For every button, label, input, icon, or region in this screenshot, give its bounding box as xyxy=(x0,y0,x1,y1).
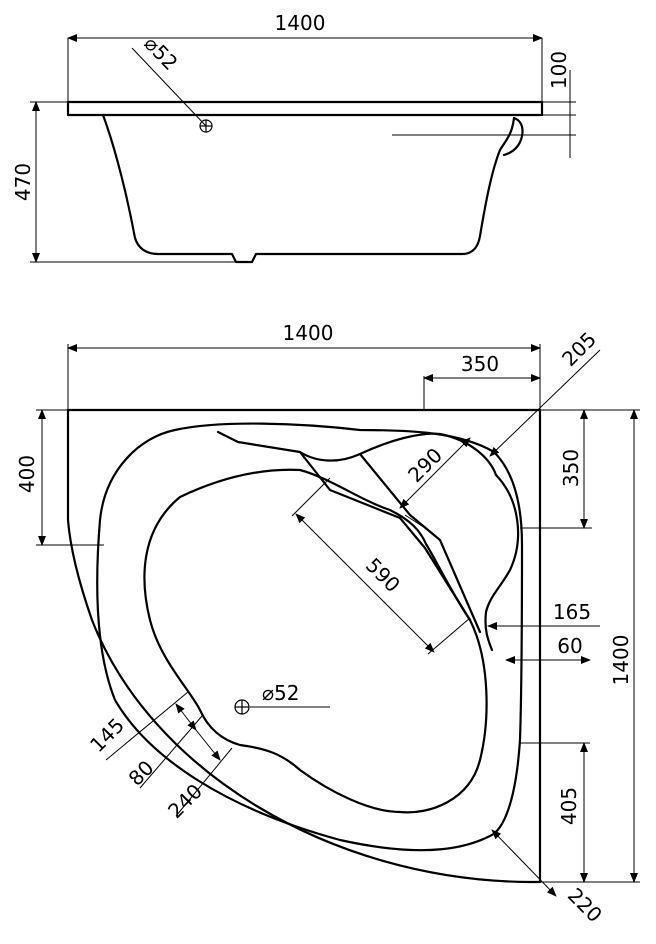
seat-width-label: 350 xyxy=(461,352,499,376)
lower-label: 405 xyxy=(557,787,581,825)
inner-seat-dimension xyxy=(399,437,471,509)
top-basin xyxy=(143,468,488,814)
front-label-1: 145 xyxy=(85,713,129,757)
top-outer-outline xyxy=(66,408,542,884)
basin-dimension xyxy=(295,513,435,653)
top-view: ⌀52 1400 350 205 400 350 290 590 xyxy=(15,321,640,927)
front-label-2: 80 xyxy=(124,756,159,791)
corner-dimension xyxy=(491,829,557,897)
top-right-seat xyxy=(484,473,520,652)
side-width-label: 1400 xyxy=(275,11,326,35)
side-height-label: 470 xyxy=(11,163,35,201)
top-step-edge xyxy=(298,450,472,622)
corner-label: 220 xyxy=(563,883,607,927)
side-tub-body xyxy=(101,113,516,264)
right-seat-label: 350 xyxy=(559,449,583,487)
side-view: 1400 ⌀52 100 470 xyxy=(11,11,576,264)
side-drain-leader xyxy=(131,47,207,127)
basin-label: 590 xyxy=(361,553,405,597)
inner-seat-label: 290 xyxy=(403,443,447,487)
right-height-label: 1400 xyxy=(609,635,633,686)
corner-seat-label: 205 xyxy=(557,327,601,371)
top-width-label: 1400 xyxy=(283,321,334,345)
top-seat-edge xyxy=(216,430,498,477)
top-rim-inner-edge xyxy=(96,422,524,852)
corner-seat-dimension xyxy=(489,349,601,457)
side-rim xyxy=(66,100,544,117)
left-seat-label: 400 xyxy=(15,455,39,493)
rim-edge-label: 60 xyxy=(557,634,582,658)
side-rim-label: 100 xyxy=(547,51,571,89)
rim-depth-label: 165 xyxy=(553,600,591,624)
side-headrest xyxy=(502,116,524,157)
top-drain-label: ⌀52 xyxy=(262,681,300,705)
